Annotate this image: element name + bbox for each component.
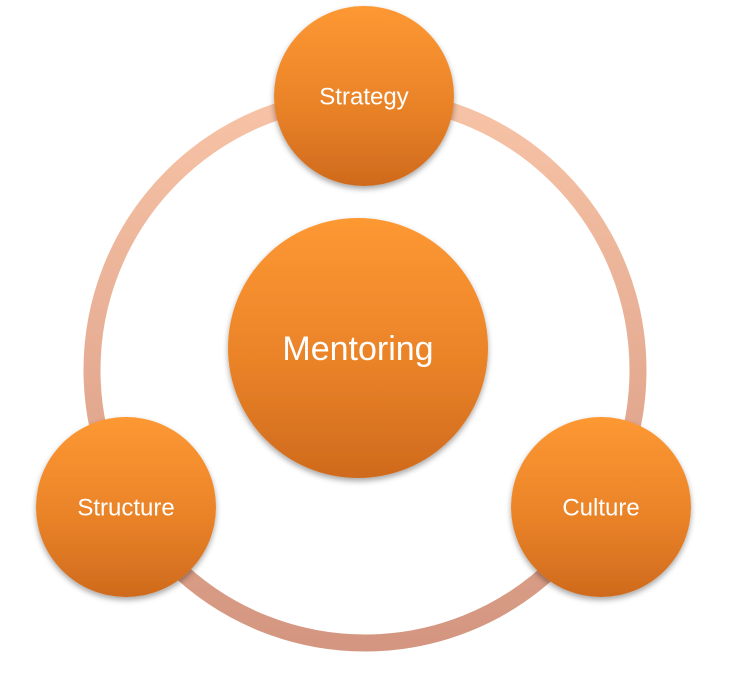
node-culture-label: Culture — [562, 495, 639, 522]
node-structure: Structure — [36, 417, 216, 597]
node-structure-label: Structure — [77, 495, 174, 522]
node-culture: Culture — [511, 417, 691, 597]
center-node-mentoring: Mentoring — [228, 218, 488, 478]
center-node-label: Mentoring — [282, 330, 433, 368]
node-strategy: Strategy — [274, 6, 454, 186]
node-strategy-label: Strategy — [319, 84, 408, 111]
